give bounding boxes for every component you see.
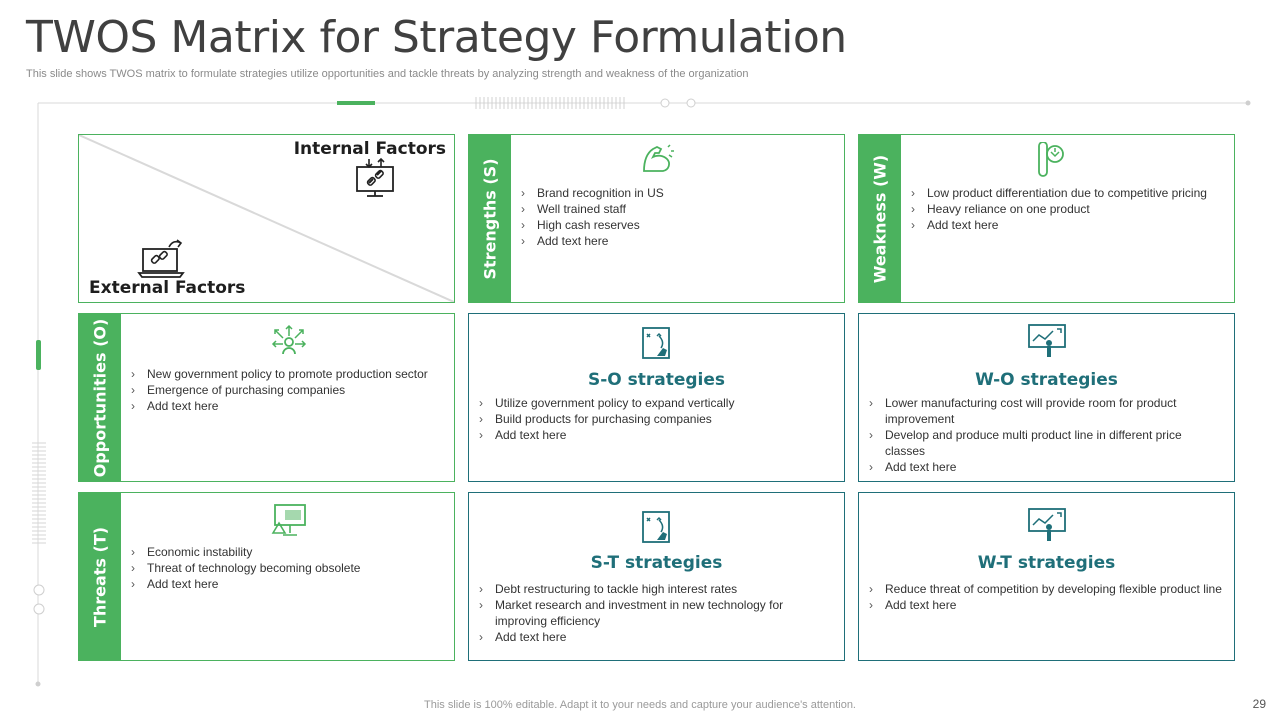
list-item: Add text here bbox=[867, 459, 1222, 475]
wo-strategies-title: W-O strategies bbox=[975, 370, 1118, 390]
presentation-chart-icon bbox=[1028, 508, 1066, 541]
weakness-sidebar: Weakness (W) bbox=[859, 135, 901, 302]
wt-strategies-list: Reduce threat of competition by developi… bbox=[867, 581, 1222, 613]
opportunities-label: Opportunities (O) bbox=[90, 318, 110, 477]
page-number: 29 bbox=[1252, 697, 1266, 711]
external-factors-label: External Factors bbox=[89, 278, 246, 298]
threats-label: Threats (T) bbox=[90, 526, 110, 627]
diagonal-divider bbox=[79, 135, 454, 302]
st-strategies-title: S-T strategies bbox=[590, 553, 723, 573]
strategy-board-icon bbox=[642, 511, 670, 543]
strategy-board-icon bbox=[642, 327, 670, 359]
opportunities-list: New government policy to promote product… bbox=[129, 366, 429, 414]
list-item: Add text here bbox=[867, 597, 1222, 613]
list-item: Add text here bbox=[129, 576, 429, 592]
list-item: New government policy to promote product… bbox=[129, 366, 429, 382]
flexed-arm-icon bbox=[643, 144, 674, 172]
page-subtitle: This slide shows TWOS matrix to formulat… bbox=[26, 68, 749, 80]
weakness-list: Low product differentiation due to compe… bbox=[909, 185, 1209, 233]
internal-factors-label: Internal Factors bbox=[293, 139, 446, 159]
wt-strategies-box: W-T strategies Reduce threat of competit… bbox=[858, 492, 1235, 661]
monitor-warning-icon bbox=[271, 504, 306, 536]
list-item: Add text here bbox=[477, 629, 832, 645]
so-strategies-title: S-O strategies bbox=[587, 370, 726, 390]
list-item: Heavy reliance on one product bbox=[909, 201, 1209, 217]
threats-list: Economic instability Threat of technolog… bbox=[129, 544, 429, 592]
threats-box: Threats (T) Economic instability Threat … bbox=[78, 492, 455, 661]
wo-strategies-list: Lower manufacturing cost will provide ro… bbox=[867, 395, 1222, 475]
list-item: Emergence of purchasing companies bbox=[129, 382, 429, 398]
factors-corner-box: Internal Factors External Factors bbox=[78, 134, 455, 303]
wt-strategies-title: W-T strategies bbox=[977, 553, 1116, 573]
st-strategies-box: S-T strategies Debt restructuring to tac… bbox=[468, 492, 845, 661]
threats-sidebar: Threats (T) bbox=[79, 493, 121, 660]
list-item: Add text here bbox=[477, 427, 832, 443]
list-item: Debt restructuring to tackle high intere… bbox=[477, 581, 832, 597]
so-strategies-list: Utilize government policy to expand vert… bbox=[477, 395, 832, 443]
list-item: Build products for purchasing companies bbox=[477, 411, 832, 427]
opportunities-sidebar: Opportunities (O) bbox=[79, 314, 121, 481]
page-title: TWOS Matrix for Strategy Formulation bbox=[26, 12, 847, 63]
list-item: Well trained staff bbox=[519, 201, 839, 217]
list-item: High cash reserves bbox=[519, 217, 839, 233]
person-arrows-icon bbox=[271, 324, 307, 355]
list-item: Brand recognition in US bbox=[519, 185, 839, 201]
list-item: Lower manufacturing cost will provide ro… bbox=[867, 395, 1222, 427]
strengths-label: Strengths (S) bbox=[480, 157, 500, 280]
weakness-box: Weakness (W) Low product differentiation… bbox=[858, 134, 1235, 303]
list-item: Develop and produce multi product line i… bbox=[867, 427, 1222, 459]
opportunities-box: Opportunities (O) New government policy … bbox=[78, 313, 455, 482]
wo-strategies-box: W-O strategies Lower manufacturing cost … bbox=[858, 313, 1235, 482]
strengths-box: Strengths (S) Brand recognition in US We… bbox=[468, 134, 845, 303]
list-item: Market research and investment in new te… bbox=[477, 597, 832, 629]
list-item: Low product differentiation due to compe… bbox=[909, 185, 1209, 201]
so-strategies-box: S-O strategies Utilize government policy… bbox=[468, 313, 845, 482]
presentation-chart-icon bbox=[1028, 324, 1066, 357]
weakness-label: Weakness (W) bbox=[870, 154, 890, 283]
list-item: Add text here bbox=[129, 398, 429, 414]
list-item: Add text here bbox=[909, 217, 1209, 233]
footer-note: This slide is 100% editable. Adapt it to… bbox=[424, 699, 856, 711]
laptop-share-icon bbox=[137, 239, 185, 278]
list-item: Economic instability bbox=[129, 544, 429, 560]
list-item: Utilize government policy to expand vert… bbox=[477, 395, 832, 411]
st-strategies-list: Debt restructuring to tackle high intere… bbox=[477, 581, 832, 645]
broken-bone-icon bbox=[1038, 142, 1064, 177]
strengths-sidebar: Strengths (S) bbox=[469, 135, 511, 302]
list-item: Threat of technology becoming obsolete bbox=[129, 560, 429, 576]
link-arrows-monitor-icon bbox=[356, 157, 394, 197]
strengths-list: Brand recognition in US Well trained sta… bbox=[519, 185, 839, 249]
list-item: Add text here bbox=[519, 233, 839, 249]
list-item: Reduce threat of competition by developi… bbox=[867, 581, 1222, 597]
